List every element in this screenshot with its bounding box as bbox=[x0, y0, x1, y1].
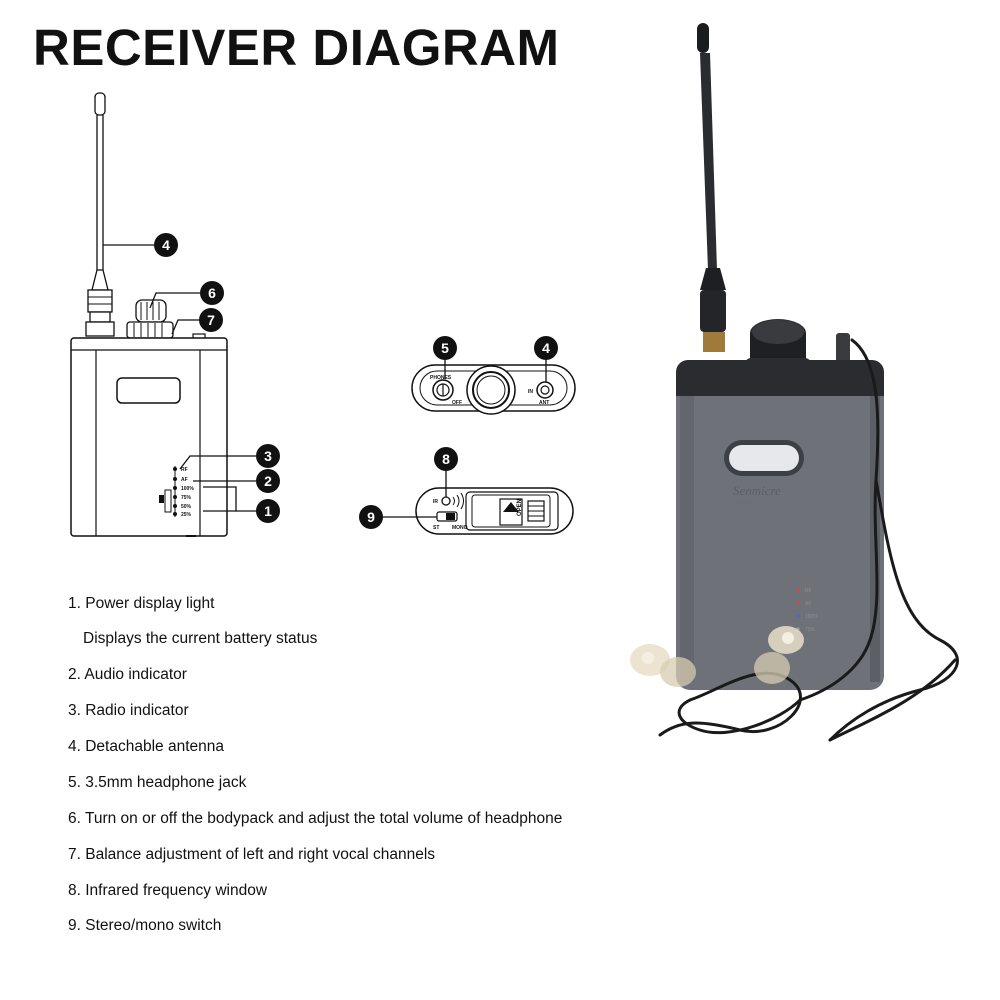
callout-9: 9 bbox=[359, 505, 383, 529]
product-led-100: 100% bbox=[805, 614, 818, 620]
earphone-left-icon bbox=[630, 644, 696, 687]
label-open: OPEN bbox=[517, 499, 523, 516]
legend-item-1-desc: Displays the current battery status bbox=[83, 630, 318, 647]
callout-7: 7 bbox=[199, 308, 223, 332]
legend-item-1: 1. Power display light bbox=[68, 595, 215, 612]
callout-6: 6 bbox=[200, 281, 224, 305]
led-label-100: 100% bbox=[181, 486, 194, 492]
bottom-panel-drawing: OPEN IR ST MONO bbox=[383, 470, 574, 535]
label-in: IN bbox=[528, 389, 533, 395]
svg-text:4: 4 bbox=[542, 340, 550, 356]
svg-text:8: 8 bbox=[442, 451, 450, 467]
legend-item-5: 5. 3.5mm headphone jack bbox=[68, 774, 247, 791]
label-ant: ANT bbox=[539, 400, 549, 406]
svg-text:2: 2 bbox=[264, 473, 272, 489]
callout-4-front: 4 bbox=[154, 233, 178, 257]
legend-item-2: 2. Audio indicator bbox=[68, 666, 187, 683]
label-mono: MONO bbox=[452, 525, 468, 531]
product-model: WPM 200 bbox=[735, 500, 766, 507]
product-photo: Senmicre WPM 200 RF AF 100% 75% bbox=[630, 23, 959, 742]
svg-text:6: 6 bbox=[208, 285, 216, 301]
led-label-75: 75% bbox=[181, 495, 192, 501]
led-label-af: AF bbox=[181, 477, 188, 483]
leader-lines-front bbox=[103, 244, 257, 512]
led-indicator-strip: RF AF 100% 75% 50% 25% bbox=[173, 466, 194, 518]
svg-text:9: 9 bbox=[367, 509, 375, 525]
legend-item-8: 8. Infrared frequency window bbox=[68, 882, 268, 899]
led-label-50: 50% bbox=[181, 504, 192, 510]
front-view-drawing: RF AF 100% 75% 50% 25% bbox=[70, 92, 257, 537]
legend-item-4: 4. Detachable antenna bbox=[68, 738, 224, 755]
top-panel-drawing: PHONES OFF IN ANT bbox=[411, 358, 576, 415]
callout-2: 2 bbox=[256, 469, 280, 493]
product-led-af: AF bbox=[805, 601, 811, 607]
diagram-title: RECEIVER DIAGRAM bbox=[33, 19, 560, 76]
product-led-rf: RF bbox=[805, 588, 812, 594]
callout-4-top: 4 bbox=[534, 336, 558, 360]
earphone-right-icon bbox=[754, 626, 804, 684]
product-brand: Senmicre bbox=[733, 483, 781, 498]
product-body: Senmicre WPM 200 RF AF 100% 75% bbox=[676, 360, 884, 690]
svg-text:3: 3 bbox=[264, 448, 272, 464]
product-antenna bbox=[697, 23, 726, 352]
product-jack bbox=[836, 333, 850, 368]
label-ir: IR bbox=[433, 499, 438, 505]
legend-item-7: 7. Balance adjustment of left and right … bbox=[68, 846, 436, 863]
label-off: OFF bbox=[452, 400, 462, 406]
led-label-25: 25% bbox=[181, 512, 192, 518]
svg-text:4: 4 bbox=[162, 237, 170, 253]
led-label-rf: RF bbox=[181, 467, 188, 473]
svg-text:5: 5 bbox=[441, 340, 449, 356]
earphone-cables bbox=[658, 338, 959, 742]
receiver-body-drawing: RF AF 100% 75% 50% 25% bbox=[70, 337, 228, 537]
svg-text:1: 1 bbox=[264, 503, 272, 519]
legend-item-9: 9. Stereo/mono switch bbox=[68, 917, 222, 934]
legend-item-3: 3. Radio indicator bbox=[68, 702, 189, 719]
svg-text:7: 7 bbox=[207, 312, 215, 328]
product-led-75: 75% bbox=[805, 627, 816, 633]
callout-1: 1 bbox=[256, 499, 280, 523]
label-st: ST bbox=[433, 525, 439, 531]
antenna-drawing bbox=[85, 92, 115, 337]
callout-3: 3 bbox=[256, 444, 280, 468]
callout-8: 8 bbox=[434, 447, 458, 471]
label-phones: PHONES bbox=[430, 375, 452, 381]
legend-item-6: 6. Turn on or off the bodypack and adjus… bbox=[68, 810, 563, 827]
callout-5: 5 bbox=[433, 336, 457, 360]
